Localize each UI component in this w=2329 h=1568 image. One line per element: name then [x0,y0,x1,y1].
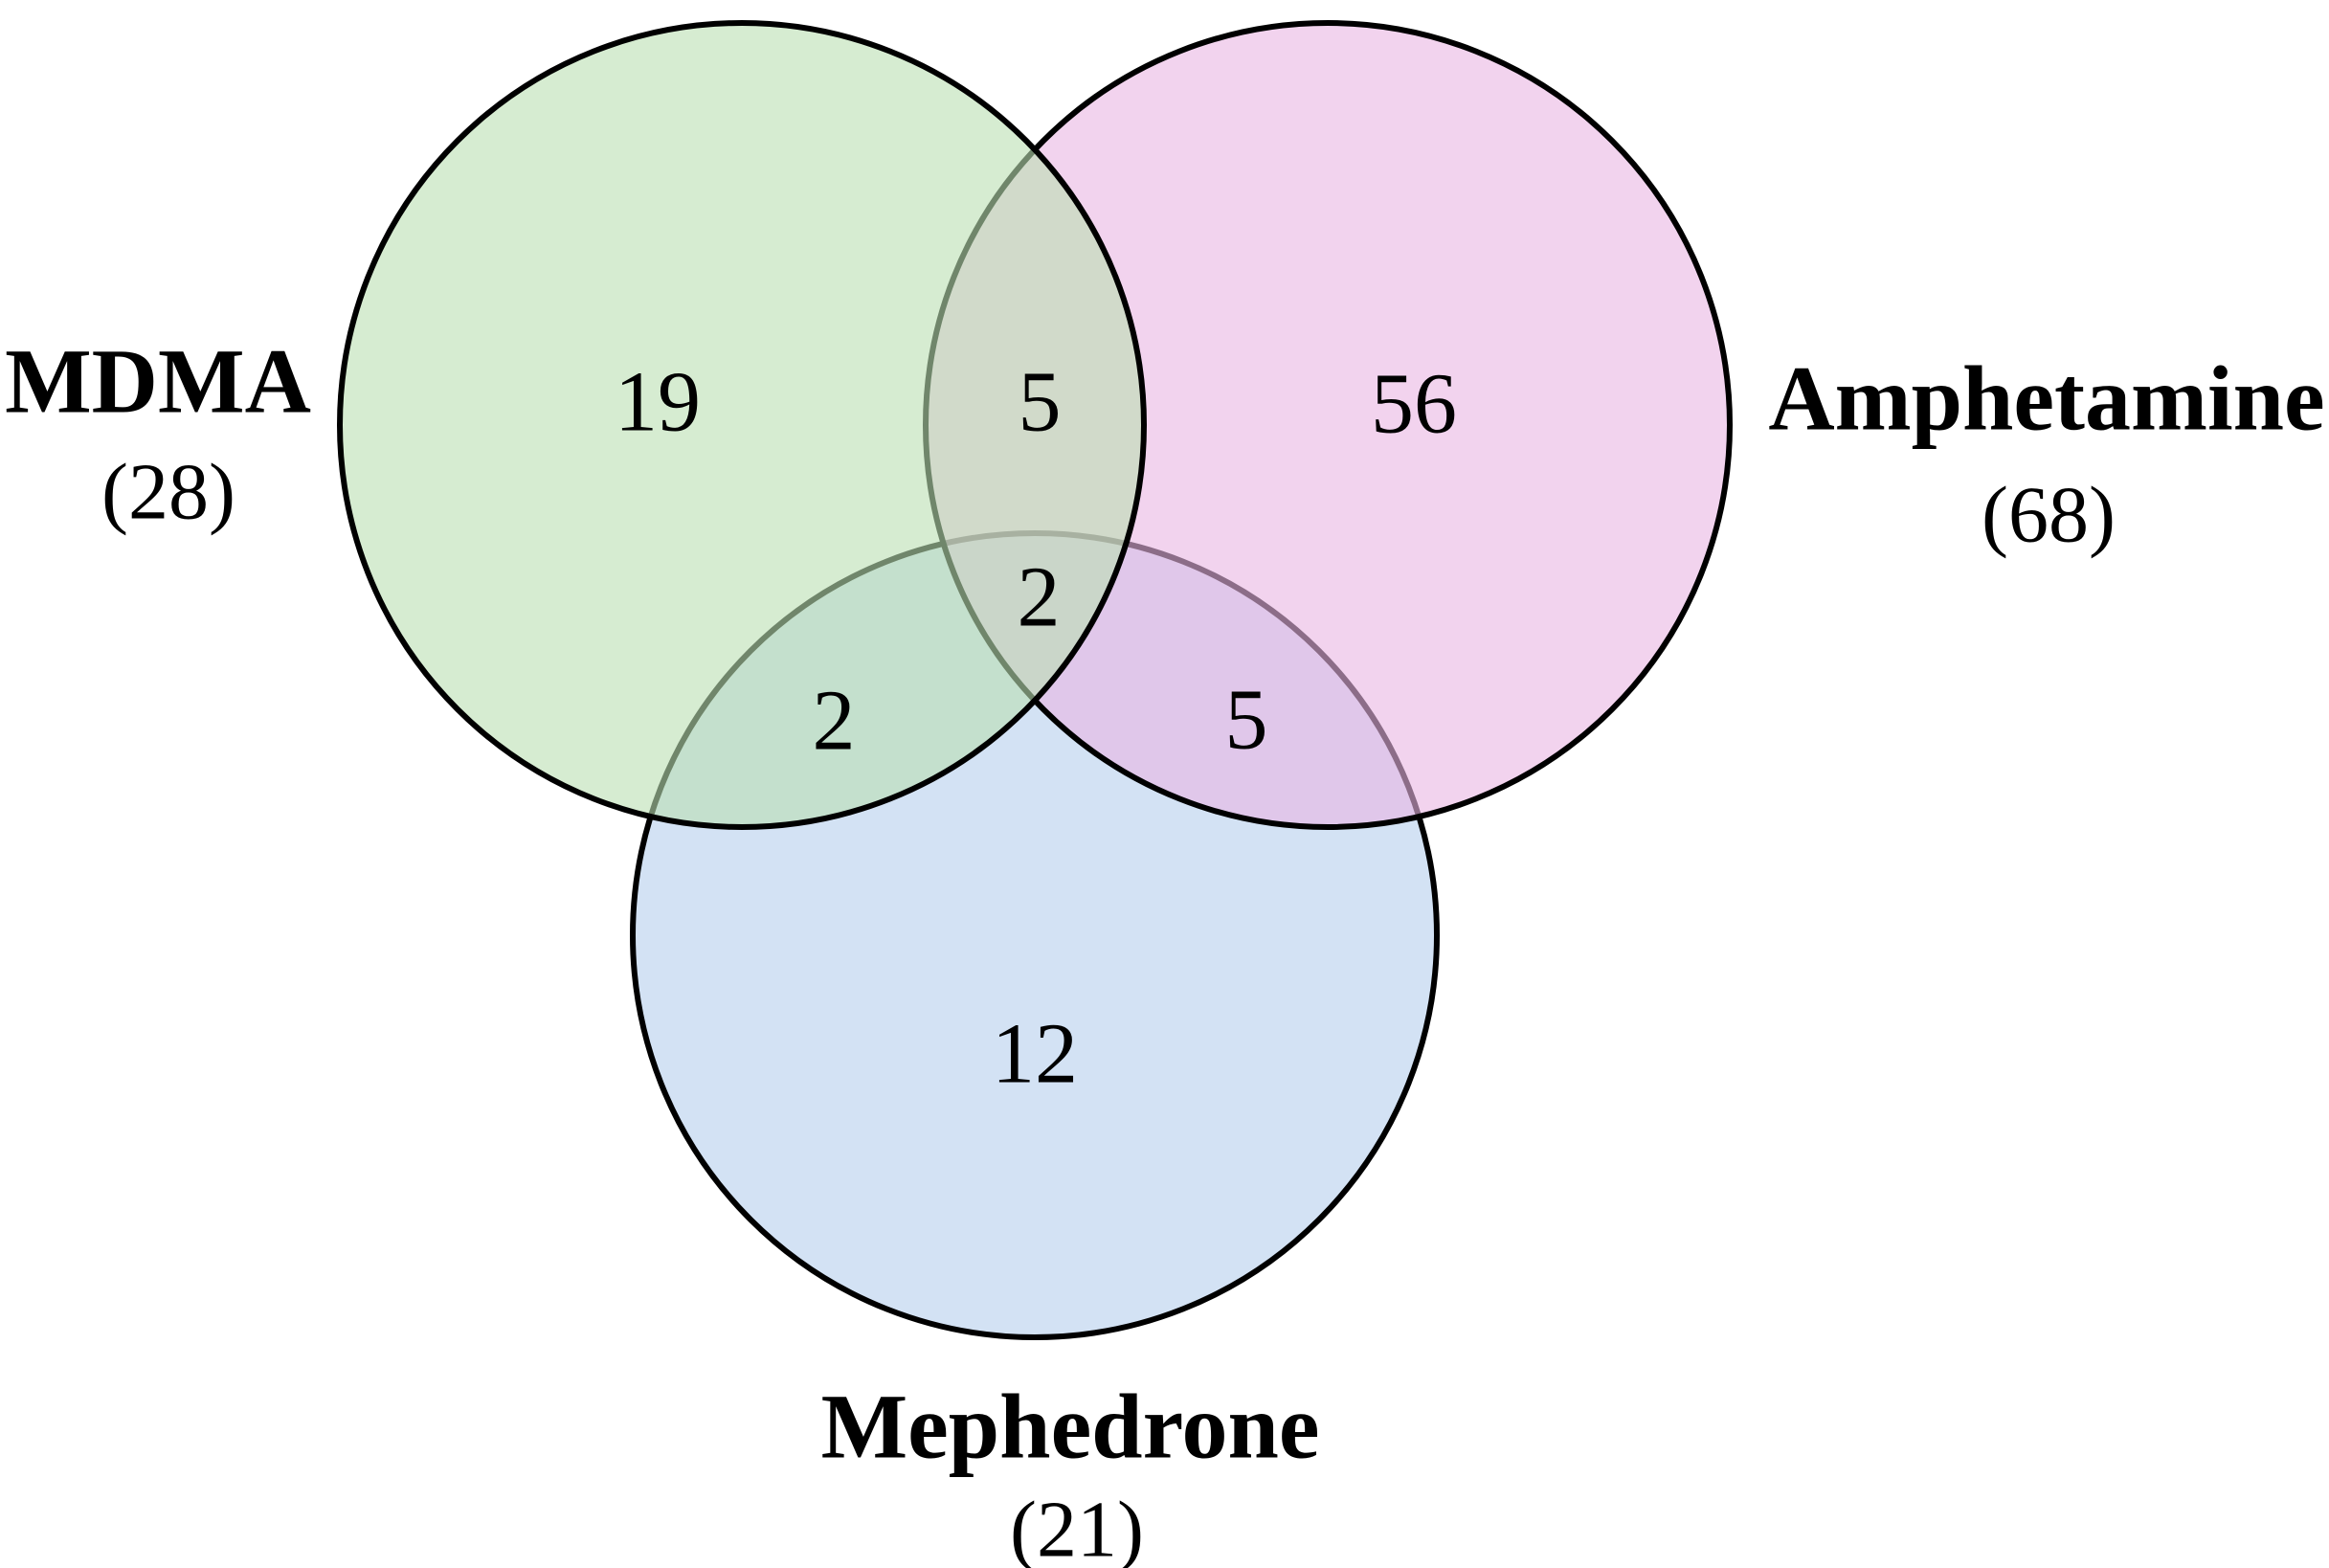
mdma-label: MDMA [5,330,311,433]
mephedrone-label: Mephedrone [821,1376,1320,1478]
count-mdma-only: 19 [615,355,701,450]
amphetamine-count-label: (68) [1982,471,2116,560]
count-amphetamine-mephedrone: 5 [1225,673,1268,768]
mdma-count-label: (28) [101,448,235,537]
amphetamine-label: Amphetamine [1768,347,2324,450]
mephedrone-count-label: (21) [1010,1486,1144,1568]
count-mephedrone-only: 12 [992,1007,1078,1102]
count-amphetamine-only: 56 [1371,357,1457,452]
count-mdma-amphetamine: 5 [1019,355,1062,450]
count-mdma-mephedrone: 2 [813,674,856,769]
count-center-all-three: 2 [1018,550,1061,645]
mdma-circle [337,20,1147,830]
